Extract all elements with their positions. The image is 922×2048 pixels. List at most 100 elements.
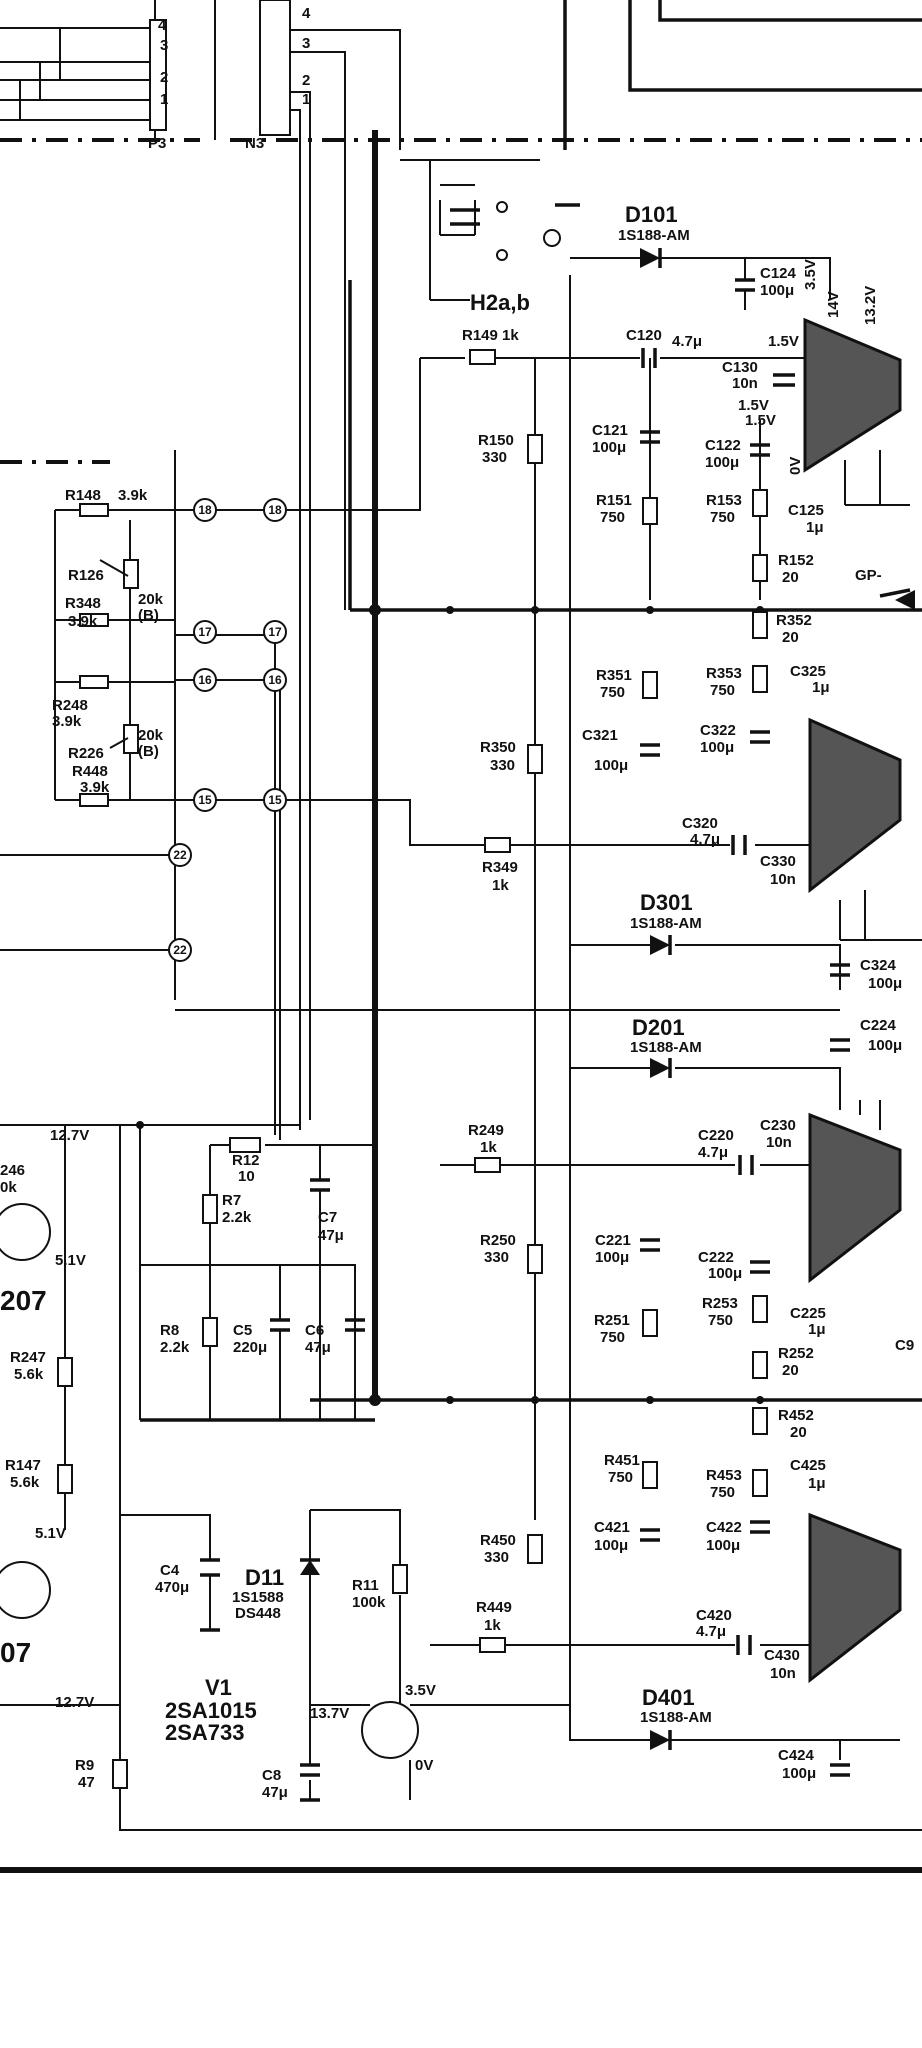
d301-label: D301	[640, 890, 693, 915]
r349-value: 1k	[492, 877, 509, 894]
v-label: 12.7V	[50, 1127, 89, 1144]
diode-d101-icon	[640, 248, 660, 268]
c325-label: C325	[790, 663, 826, 680]
c125-value: 1μ	[806, 519, 824, 536]
transistor-q246-icon	[0, 1203, 51, 1261]
c330-label: C330	[760, 853, 796, 870]
v-label: 13.2V	[862, 286, 879, 325]
pin-label: 1	[160, 91, 168, 108]
r448-resistor	[79, 793, 109, 807]
amp-ic-2	[808, 1112, 902, 1284]
v1-label: V1	[205, 1675, 232, 1700]
r449-label: R449	[476, 1599, 512, 1616]
c6-label: C6	[305, 1322, 324, 1339]
c5-value: 220μ	[233, 1339, 267, 1356]
c125-label: C125	[788, 502, 824, 519]
c225-value: 1μ	[808, 1321, 826, 1338]
r450-value: 330	[484, 1549, 509, 1566]
terminal-15b	[263, 788, 287, 812]
r149-resistor	[469, 349, 496, 365]
pot1-type: (B)	[138, 607, 159, 624]
v-label: 5.1V	[35, 1525, 66, 1542]
terminal-17-label: 17	[268, 625, 282, 639]
connector-area: P3 N3 4 3 2 1 4 3 2 1 H2a,b	[0, 0, 922, 1130]
pin-label: 3	[160, 37, 168, 54]
terminal-22-label: 22	[173, 943, 187, 957]
c130-label: C130	[722, 359, 758, 376]
left-network: R148 3.9k R348 3.9k R248 3.9k R448 3.9k …	[0, 358, 840, 1140]
r7-resistor	[202, 1194, 218, 1224]
r252-value: 20	[782, 1362, 799, 1379]
pin-label: 4	[158, 17, 167, 34]
c7-value: 47μ	[318, 1227, 344, 1244]
c322-value: 100μ	[700, 739, 734, 756]
r448-value: 3.9k	[80, 779, 110, 796]
c330-value: 10n	[770, 871, 796, 888]
r353-label: R353	[706, 665, 742, 682]
pot2-value: 20k	[138, 727, 164, 744]
r148-resistor	[79, 503, 109, 517]
connector-n3-label: N3	[245, 135, 264, 152]
terminal-17b	[263, 620, 287, 644]
r12-resistor	[229, 1137, 261, 1153]
r452-resistor	[752, 1407, 768, 1435]
c324-label: C324	[860, 957, 897, 974]
c6-value: 47μ	[305, 1339, 331, 1356]
c321-value: 100μ	[594, 757, 628, 774]
pot1-value: 20k	[138, 591, 164, 608]
v-label: 13.7V	[310, 1705, 349, 1722]
terminal-16-label: 16	[268, 673, 282, 687]
r349-label: R349	[482, 859, 518, 876]
c422-value: 100μ	[706, 1537, 740, 1554]
d101-label: D101	[625, 202, 678, 227]
c222-value: 100μ	[708, 1265, 742, 1282]
r250-label: R250	[480, 1232, 516, 1249]
terminal-22-label: 22	[173, 848, 187, 862]
r451-value: 750	[608, 1469, 633, 1486]
r449-resistor	[479, 1637, 506, 1653]
r248-resistor	[79, 675, 109, 689]
amp-ic-1	[803, 317, 902, 473]
c220-value: 4.7μ	[698, 1144, 728, 1161]
c122-value: 100μ	[705, 454, 739, 471]
c124-label: C124	[760, 265, 797, 282]
c425-label: C425	[790, 1457, 826, 1474]
r247-label: R247	[10, 1349, 46, 1366]
c8-label: C8	[262, 1767, 281, 1784]
c122-label: C122	[705, 437, 741, 454]
r246-label: 246	[0, 1162, 25, 1179]
r451-resistor	[642, 1461, 658, 1489]
r7-value: 2.2k	[222, 1209, 252, 1226]
r249-resistor	[474, 1157, 501, 1173]
r251-value: 750	[600, 1329, 625, 1346]
connector-p3	[149, 19, 167, 131]
r351-resistor	[642, 671, 658, 699]
terminal-15-label: 15	[268, 793, 282, 807]
terminal-16b	[263, 668, 287, 692]
r453-label: R453	[706, 1467, 742, 1484]
r353-value: 750	[710, 682, 735, 699]
c320-value: 4.7μ	[690, 831, 720, 848]
pin-label: 3	[302, 35, 310, 52]
q107-label: 07	[0, 1637, 31, 1668]
r350-value: 330	[490, 757, 515, 774]
r250-value: 330	[484, 1249, 509, 1266]
c121-value: 100μ	[592, 439, 626, 456]
d301-part: 1S188-AM	[630, 915, 702, 932]
r352-value: 20	[782, 629, 799, 646]
channel-1: D101 1S188-AM C124 100μ 3.5V R149 1k C12…	[420, 202, 915, 1520]
d11-label: D11	[245, 1565, 284, 1590]
terminal-18	[193, 498, 217, 522]
r248-label: R248	[52, 697, 88, 714]
lamp-icon	[543, 229, 561, 247]
gp-label: GP-	[855, 567, 882, 584]
r453-value: 750	[710, 1484, 735, 1501]
c320-label: C320	[682, 815, 718, 832]
c420-value: 4.7μ	[696, 1623, 726, 1640]
r151-resistor	[642, 497, 658, 525]
v-label: 5.1V	[55, 1252, 86, 1269]
r151-value: 750	[600, 509, 625, 526]
c230-value: 10n	[766, 1134, 792, 1151]
r450-resistor	[527, 1534, 543, 1564]
